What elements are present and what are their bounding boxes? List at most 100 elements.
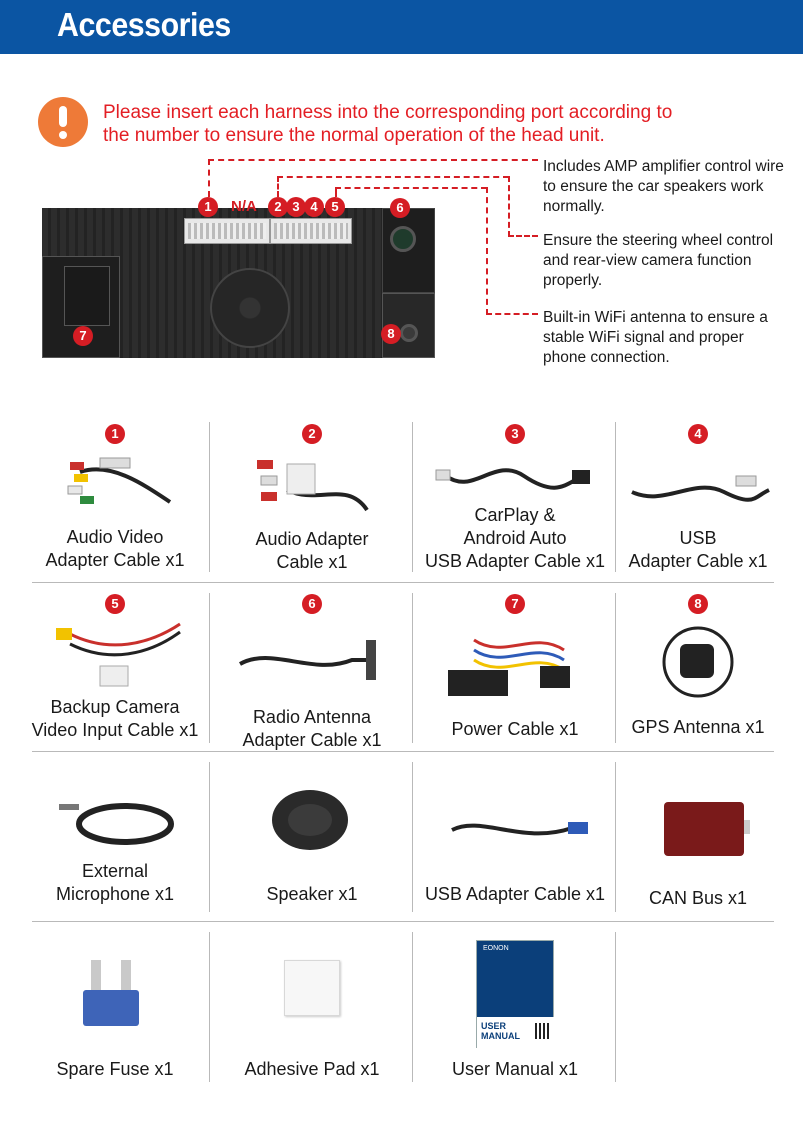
item-number-badge: 5 — [105, 594, 125, 614]
grid-divider-2 — [32, 751, 774, 752]
port-badge-8: 8 — [381, 324, 401, 344]
rca-cable-image — [67, 457, 172, 504]
port-badge-2: 2 — [268, 197, 288, 217]
microphone-image — [59, 803, 174, 845]
accessory-adhesive-pad: Adhesive Pad x1 — [212, 932, 412, 1092]
accessory-external-microphone: External Microphone x1 — [15, 762, 215, 922]
cooling-fan — [210, 268, 290, 348]
grid-vline — [412, 762, 413, 912]
connector-2-5 — [270, 218, 352, 244]
grid-divider-3 — [32, 921, 774, 922]
annotation-steering: Ensure the steering wheel control and re… — [543, 232, 774, 289]
grid-vline — [209, 593, 210, 743]
accessory-power-cable: 7 Power Cable x1 — [414, 592, 616, 752]
audio-cable-image — [257, 460, 369, 512]
grid-vline — [209, 422, 210, 572]
callout-line-2 — [277, 176, 509, 197]
accessory-usb-adapter-cable: 4 USB Adapter Cable x1 — [616, 422, 780, 582]
antenna-cable-image — [239, 640, 376, 680]
port-badge-4: 4 — [304, 197, 324, 217]
callout-line-5 — [335, 187, 487, 197]
annotation-wifi: Built-in WiFi antenna to ensure a stable… — [543, 309, 768, 366]
qr-code-icon — [535, 1023, 551, 1039]
manual-title: USER MANUAL — [481, 1021, 520, 1041]
item-label: External Microphone x1 — [55, 861, 175, 904]
notice-text: Please insert each harness into the corr… — [103, 102, 673, 146]
connector-1 — [184, 218, 270, 244]
accessory-gps-antenna: 8 GPS Antenna x1 — [616, 592, 780, 752]
grid-vline — [615, 932, 616, 1082]
item-label: CarPlay & Android Auto USB Adapter Cable… — [424, 505, 606, 571]
grid-divider-1 — [32, 582, 774, 583]
item-label: Speaker x1 — [266, 884, 358, 904]
callout-line-1 — [208, 159, 538, 197]
item-label: Spare Fuse x1 — [56, 1059, 174, 1079]
can-bus-image — [664, 802, 750, 856]
callout-line-2b — [508, 176, 538, 237]
fuse-image — [83, 960, 139, 1026]
accessory-backup-camera-cable: 5 Backup Camera Video Input Cable x1 — [15, 592, 215, 752]
accessory-spare-fuse: Spare Fuse x1 — [15, 932, 215, 1092]
manual-title-line2: MANUAL — [481, 1031, 520, 1041]
usb-cable-image — [435, 468, 590, 490]
item-label: USB Adapter Cable x1 — [628, 528, 768, 571]
grid-vline — [209, 932, 210, 1082]
item-label: Radio Antenna Adapter Cable x1 — [242, 707, 382, 750]
adhesive-pad-image — [284, 960, 340, 1016]
grid-vline — [209, 762, 210, 912]
item-label: User Manual x1 — [451, 1059, 579, 1079]
item-number-badge: 2 — [302, 424, 322, 444]
port-badge-3: 3 — [286, 197, 306, 217]
item-label: Audio Video Adapter Cable x1 — [45, 527, 185, 570]
item-number-badge: 1 — [105, 424, 125, 444]
item-label: Audio Adapter Cable x1 — [255, 529, 369, 572]
accessory-can-bus: CAN Bus x1 — [616, 762, 780, 922]
user-manual-image: EONON USER MANUAL — [476, 940, 555, 1049]
grid-vline — [615, 422, 616, 572]
usb-cable-image — [451, 822, 588, 836]
item-label: Backup Camera Video Input Cable x1 — [31, 697, 199, 740]
accessory-user-manual: EONON USER MANUAL User Manual x1 — [414, 932, 616, 1092]
manual-brand: EONON — [483, 945, 509, 952]
accessory-audio-video-cable: 1 Audio Video Adapter Cable x1 — [15, 422, 215, 582]
item-label: CAN Bus x1 — [648, 888, 748, 908]
item-label: Power Cable x1 — [451, 719, 579, 739]
gps-antenna-image — [662, 626, 734, 698]
port-badge-7: 7 — [73, 326, 93, 346]
accessory-usb-adapter-cable-2: USB Adapter Cable x1 — [414, 762, 616, 922]
port-badge-1: 1 — [198, 197, 218, 217]
annotation-amp: Includes AMP amplifier control wire to e… — [543, 158, 784, 215]
item-number-badge: 3 — [505, 424, 525, 444]
accessory-audio-adapter-cable: 2 Audio Adapter Cable x1 — [212, 422, 412, 582]
accessory-speaker: Speaker x1 — [212, 762, 412, 922]
warning-icon — [38, 97, 88, 147]
item-number-badge: 4 — [688, 424, 708, 444]
port-badge-6: 6 — [390, 198, 410, 218]
gps-port-8 — [400, 324, 418, 342]
connector-7 — [64, 266, 110, 326]
accessory-radio-antenna-cable: 6 Radio Antenna Adapter Cable x1 — [212, 592, 412, 752]
port-label-na: N/A — [231, 198, 257, 215]
speaker-image — [272, 790, 348, 850]
item-number-badge: 7 — [505, 594, 525, 614]
manual-title-line1: USER — [481, 1021, 507, 1031]
item-number-badge: 6 — [302, 594, 322, 614]
grid-vline — [615, 593, 616, 743]
grid-vline — [615, 762, 616, 912]
camera-cable-image — [56, 622, 181, 687]
antenna-port-6 — [390, 226, 416, 252]
grid-vline — [412, 593, 413, 743]
usb-cable-image — [631, 475, 770, 502]
item-label: GPS Antenna x1 — [631, 717, 765, 737]
page-header: Accessories — [0, 0, 803, 54]
grid-vline — [412, 422, 413, 572]
item-label: USB Adapter Cable x1 — [424, 884, 606, 904]
item-number-badge: 8 — [688, 594, 708, 614]
port-badge-5: 5 — [325, 197, 345, 217]
accessory-carplay-usb-cable: 3 CarPlay & Android Auto USB Adapter Cab… — [414, 422, 616, 582]
item-label: Adhesive Pad x1 — [244, 1059, 380, 1079]
head-unit-rear-panel — [42, 208, 435, 358]
page-title: Accessories — [57, 6, 231, 43]
power-cable-image — [448, 638, 570, 696]
grid-vline — [412, 932, 413, 1082]
